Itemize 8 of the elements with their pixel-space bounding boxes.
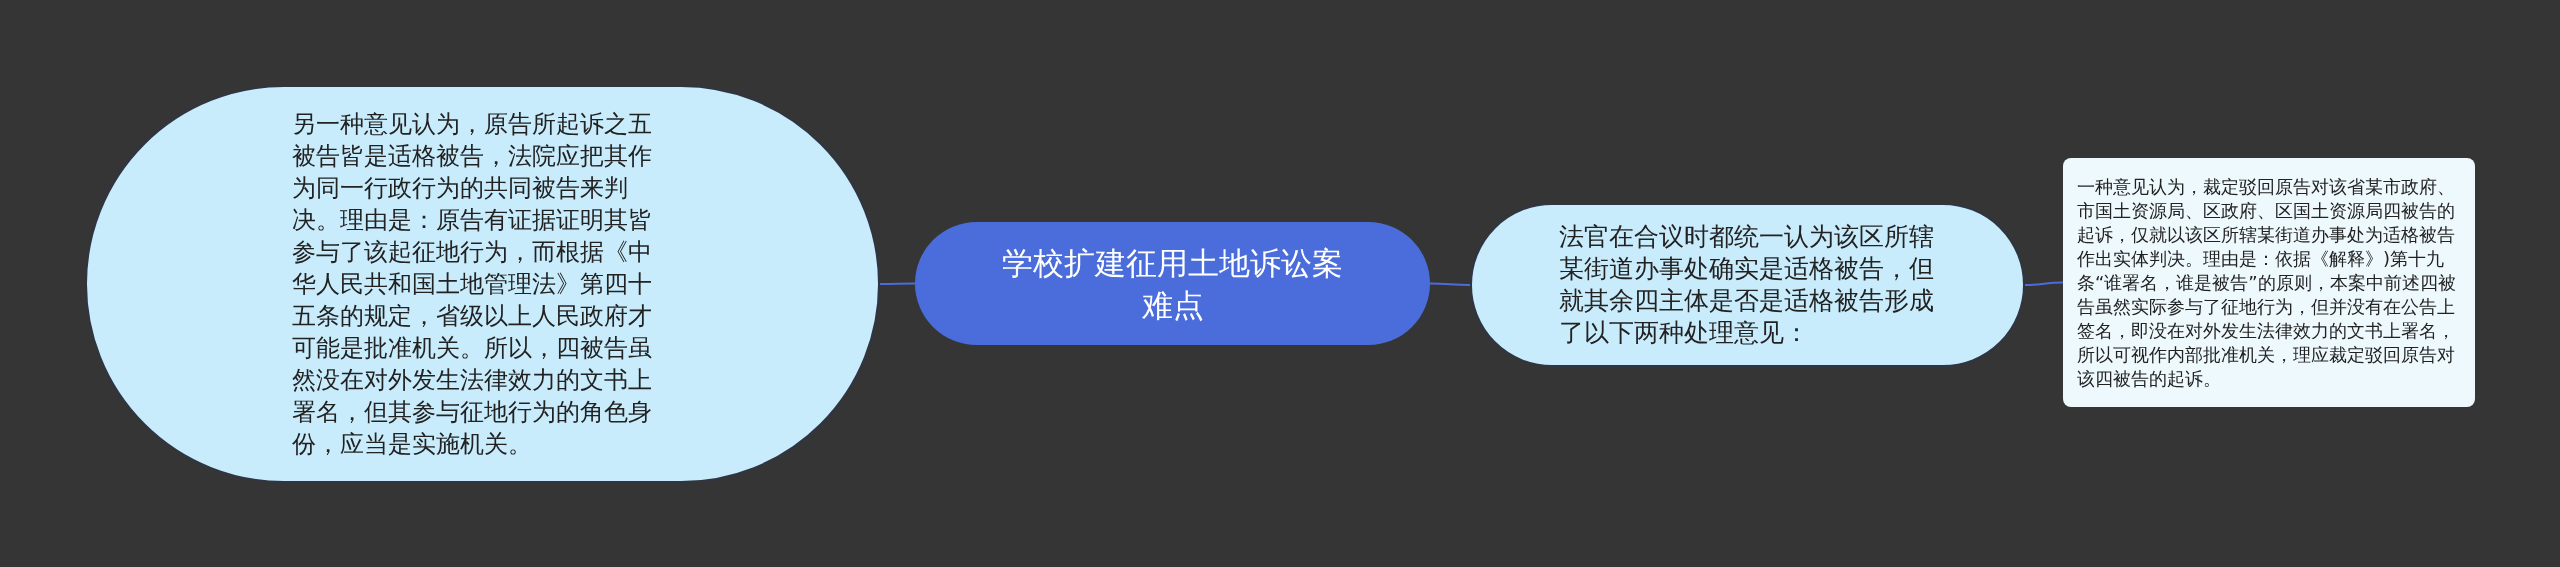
connector-line bbox=[879, 282, 916, 285]
node-text: 另一种意见认为，原告所起诉之五被告皆是适格被告，法院应把其作为同一行政行为的共同被告来判决。理由是：原告有证据证明其皆参与了该起征地行为，而根据《中华人民共和国土地管理法》第四十五条的规定，省级以上人民政府才可能是批准机关。所以，四被告虽然没在对外发生法律效力的文书上署名，但其参与征地行为的角色身份，应当是实施机关。 bbox=[291, 109, 653, 460]
connector-line bbox=[1429, 282, 1471, 286]
connector-line bbox=[2024, 281, 2064, 286]
node-text: 学校扩建征用土地诉讼案难点 bbox=[1001, 243, 1344, 325]
node-text: 一种意见认为，裁定驳回原告对该省某市政府、市国土资源局、区政府、区国土资源局四被告的起诉，仅就以该区所辖某街道办事处为适格被告作出实体判决。理由是：依据《解释》)第十九条“谁署名，谁是被告”的原则，本案中前述四被告虽然实际参与了征地行为，但并没有在公告上签名，即没在对外发生法律效力的文书上署名，所以可视作内部批准机关，理应裁定驳回原告对该四被告的起诉。 bbox=[2077, 174, 2457, 391]
detail-card bbox=[2063, 158, 2475, 407]
node-text: 法官在合议时都统一认为该区所辖某街道办事处确实是适格被告，但就其余四主体是否是适格被告形成了以下两种处理意见： bbox=[1558, 221, 1935, 349]
